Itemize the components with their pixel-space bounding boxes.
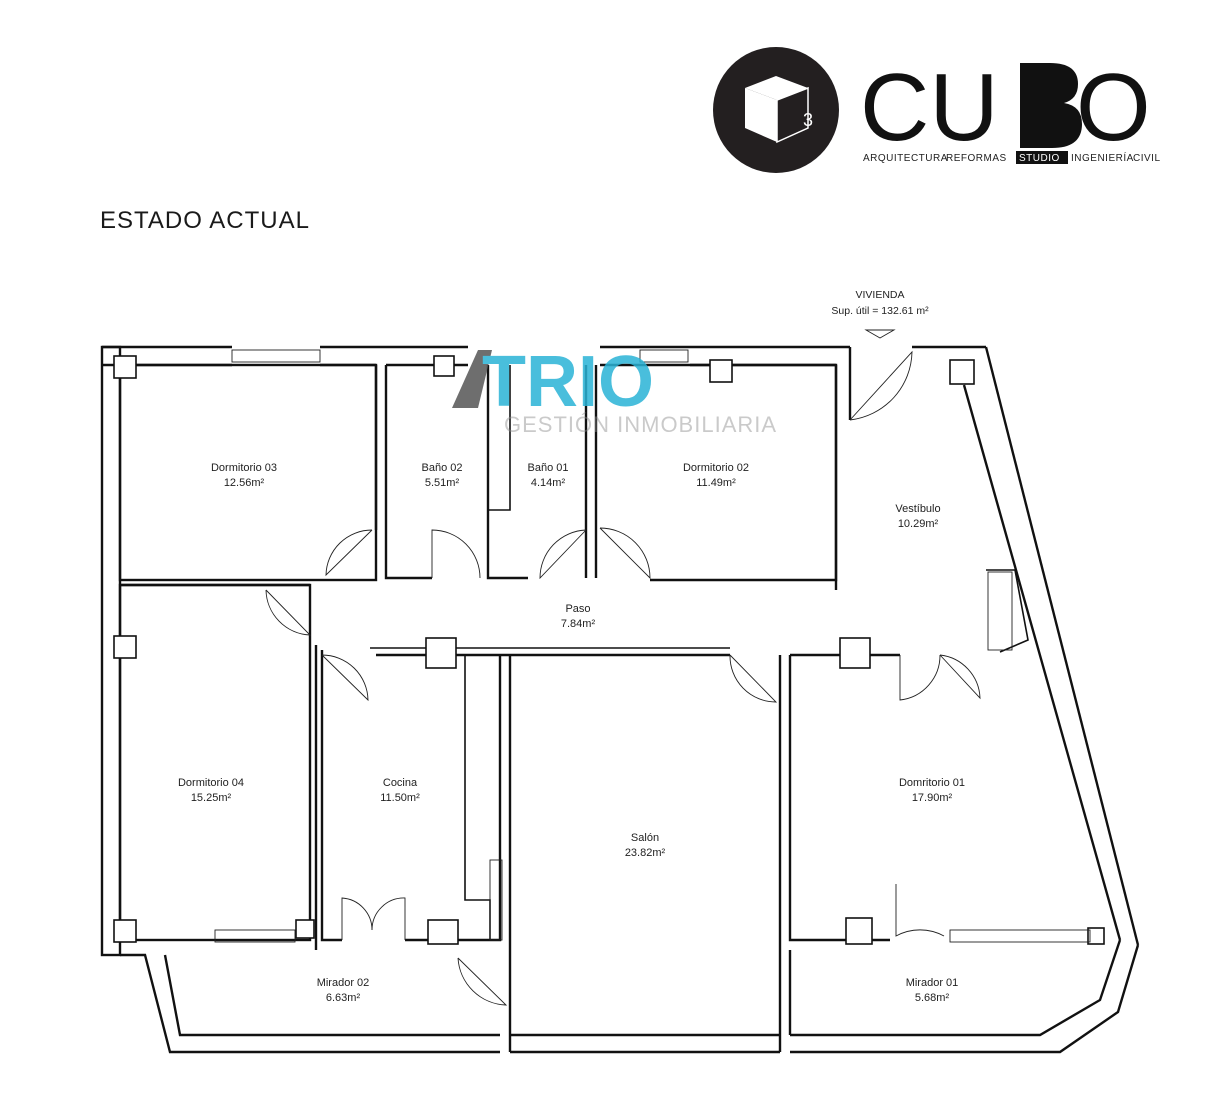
- tagline-part: CIVIL: [1133, 153, 1161, 164]
- room-area: 6.63m²: [326, 992, 361, 1004]
- cubo-logo: 3 CU O ARQUITECTURA REFORMAS STUDIO INGE…: [713, 47, 1161, 173]
- logo-brand-b-glyph: [1020, 63, 1082, 148]
- room-name: Salón: [631, 832, 659, 844]
- door-swings: [265, 350, 981, 1006]
- entrance-arrow-icon: [864, 329, 896, 339]
- room-area: 5.51m²: [425, 477, 460, 489]
- watermark-a-glyph: [452, 350, 492, 408]
- room-name: Mirador 02: [317, 977, 370, 989]
- tagline-part: ARQUITECTURA: [863, 153, 948, 164]
- room-area: 15.25m²: [191, 792, 232, 804]
- logo-brand-right: O: [1076, 54, 1151, 161]
- room-area: 17.90m²: [912, 792, 953, 804]
- room-area: 11.49m²: [696, 477, 736, 489]
- room-name: Dormitorio 02: [683, 462, 749, 474]
- room-name: Mirador 01: [906, 977, 959, 989]
- logo-badge-digit: 3: [803, 110, 813, 130]
- room-area: 7.84m²: [561, 618, 596, 630]
- dwelling-area: Sup. útil = 132.61 m²: [831, 305, 929, 317]
- logo-tagline: ARQUITECTURA REFORMAS STUDIO INGENIERÍA …: [863, 151, 1161, 164]
- room-name: Baño 01: [528, 462, 569, 474]
- outer-walls: [100, 345, 1140, 1054]
- room-area: 12.56m²: [224, 477, 265, 489]
- room-area: 5.68m²: [915, 992, 950, 1004]
- room-name: Dormitorio 04: [178, 777, 244, 789]
- room-name: Vestíbulo: [895, 503, 940, 515]
- page-title: ESTADO ACTUAL: [100, 207, 310, 234]
- dwelling-label: VIVIENDA: [855, 289, 904, 301]
- room-name: Paso: [565, 603, 590, 615]
- room-name: Dormitorio 03: [211, 462, 277, 474]
- tagline-part: INGENIERÍA: [1071, 151, 1134, 164]
- room-labels: Dormitorio 03 12.56m² Baño 02 5.51m² Bañ…: [178, 462, 965, 1004]
- tagline-highlight: [1016, 151, 1068, 164]
- room-name: Domritorio 01: [899, 777, 965, 789]
- tagline-part: REFORMAS: [946, 153, 1007, 164]
- room-area: 23.82m²: [625, 847, 666, 859]
- tagline-part: STUDIO: [1019, 153, 1060, 164]
- logo-brand-left: CU: [860, 54, 999, 161]
- room-area: 11.50m²: [380, 792, 420, 804]
- structural-columns: [113, 355, 975, 945]
- watermark-subtitle: GESTIÓN INMOBILIARIA: [504, 412, 777, 437]
- room-name: Cocina: [383, 777, 418, 789]
- watermark-brand: TRIO: [482, 342, 654, 422]
- room-area: 10.29m²: [898, 518, 939, 530]
- atrio-watermark: TRIO GESTIÓN INMOBILIARIA: [452, 342, 777, 437]
- room-name: Baño 02: [422, 462, 463, 474]
- cube-icon: [745, 76, 809, 144]
- room-area: 4.14m²: [531, 477, 566, 489]
